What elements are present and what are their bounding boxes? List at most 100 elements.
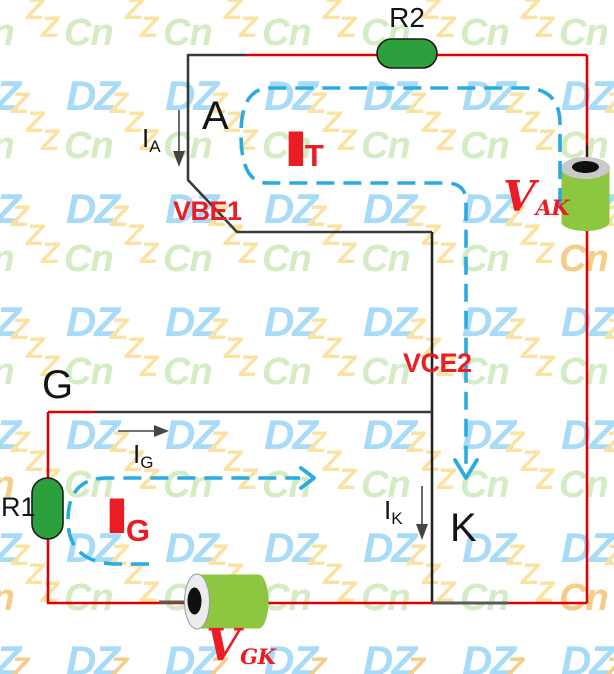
watermark-glyph: Z <box>125 219 144 252</box>
watermark-glyph: Cn <box>0 127 15 165</box>
watermark-glyph: Z <box>323 558 342 591</box>
watermark-glyph: Z <box>506 652 525 674</box>
ig-big-label: IG <box>103 488 151 548</box>
watermark-glyph: Cn <box>361 238 411 280</box>
watermark-glyph: DZ <box>264 298 318 345</box>
watermark-glyph: Z <box>11 0 29 6</box>
watermark-glyph: Z <box>506 539 525 572</box>
watermark-glyph: Cn <box>0 240 15 278</box>
watermark-glyph: DZ <box>561 0 614 4</box>
watermark-glyph: Z <box>209 87 228 120</box>
watermark-glyph: Z <box>239 350 258 383</box>
vce2-label: VCE2 <box>403 348 472 378</box>
watermark-glyph: Z <box>125 332 144 365</box>
watermark-glyph: DZ <box>66 637 120 674</box>
watermark-glyph: Cn <box>0 353 15 391</box>
watermark-glyph: Z <box>422 673 440 674</box>
watermark-glyph: Z <box>308 0 326 6</box>
watermark-glyph: DZ <box>165 0 219 4</box>
watermark-glyph: DZ <box>66 72 120 119</box>
watermark-glyph: Cn <box>64 464 114 506</box>
ik-label: IK <box>384 495 403 528</box>
watermark-glyph: Z <box>125 558 144 591</box>
watermark-glyph: Z <box>407 426 426 459</box>
battery-vgk-terminal <box>187 587 202 615</box>
watermark-glyph: DZ <box>66 411 120 458</box>
watermark-glyph: Z <box>110 426 129 459</box>
watermark-glyph: Z <box>26 558 45 591</box>
watermark-glyph: Z <box>323 219 342 252</box>
watermark-glyph: DZ <box>363 411 417 458</box>
watermark-glyph: Z <box>11 539 30 572</box>
watermark-glyph: Z <box>140 576 159 609</box>
r2-label: R2 <box>389 2 425 33</box>
watermark-glyph: Z <box>536 576 555 609</box>
watermark-glyph: DZ <box>66 185 120 232</box>
watermark-glyph: Z <box>536 124 555 157</box>
watermark-glyph: DZ <box>0 301 21 343</box>
watermark-glyph: Z <box>11 652 30 674</box>
watermark-glyph: Z <box>338 11 357 44</box>
watermark-glyph: Cn <box>559 238 609 280</box>
watermark-glyph: DZ <box>0 640 21 674</box>
watermark-glyph: Z <box>338 350 357 383</box>
watermark-glyph: Z <box>407 652 426 674</box>
watermark-glyph: Z <box>41 350 60 383</box>
watermark-glyph: DZ <box>264 185 318 232</box>
watermark-glyph: Z <box>41 11 60 44</box>
watermark-glyph: Z <box>605 89 614 119</box>
watermark-glyph: Z <box>209 426 228 459</box>
watermark-glyph: DZ <box>363 72 417 119</box>
watermark-glyph: Z <box>26 445 45 478</box>
watermark-glyph: DZ <box>462 411 516 458</box>
ia-arrow <box>173 110 185 167</box>
watermark-glyph: DZ <box>264 524 318 571</box>
watermark-glyph: Z <box>521 219 540 252</box>
resistor-r2 <box>376 38 438 69</box>
node-g-label: G <box>42 363 74 407</box>
battery-vak-terminal <box>572 161 599 173</box>
watermark-glyph: Z <box>308 652 327 674</box>
watermark-glyph: Z <box>605 541 614 571</box>
watermark-glyph: DZ <box>462 637 516 674</box>
watermark-glyph: Z <box>209 652 228 674</box>
watermark-glyph: Z <box>11 426 30 459</box>
watermark-glyph: Z <box>209 0 227 6</box>
watermark-glyph: Cn <box>460 12 510 54</box>
watermark-glyph: Z <box>11 200 30 233</box>
watermark-glyph: Z <box>521 332 540 365</box>
watermark-glyph: Cn <box>64 577 114 619</box>
watermark-glyph: Z <box>26 673 44 674</box>
watermark-glyph: Z <box>521 106 540 139</box>
watermark-glyph: DZ <box>264 637 318 674</box>
watermark-glyph: Cn <box>0 14 15 52</box>
watermark-glyph: Cn <box>262 577 312 619</box>
watermark-glyph: Z <box>224 445 243 478</box>
wire-anode-branch <box>186 54 432 234</box>
watermark-glyph: DZ <box>363 298 417 345</box>
vgk-label: VGK <box>206 620 276 671</box>
watermark-glyph: Z <box>140 463 159 496</box>
watermark-glyph: DZ <box>363 185 417 232</box>
watermark-glyph: Cn <box>64 12 114 54</box>
ig-arrow <box>118 425 169 437</box>
watermark-glyph: Cn <box>361 464 411 506</box>
watermark-glyph: Cn <box>460 238 510 280</box>
watermark-glyph: DZ <box>165 72 219 119</box>
watermark-glyph: Z <box>437 576 456 609</box>
vbe1-label: VBE1 <box>173 196 242 226</box>
ig-small-label: IG <box>133 439 154 472</box>
watermark-glyph: Z <box>209 313 228 346</box>
watermark-glyph: DZ <box>0 0 21 4</box>
watermark-glyph: Z <box>536 463 555 496</box>
watermark-glyph: Cn <box>559 12 609 54</box>
watermark-glyph: Cn <box>163 464 213 506</box>
watermark-glyph: Cn <box>559 577 609 619</box>
watermark-glyph: Cn <box>559 464 609 506</box>
watermark-glyph: Z <box>110 0 128 6</box>
watermark-glyph: Z <box>224 0 243 26</box>
watermark-glyph: Z <box>224 219 243 252</box>
watermark-glyph: Z <box>407 0 425 6</box>
current-loop-ig-arrowhead <box>299 466 316 490</box>
watermark-glyph: DZ <box>462 72 516 119</box>
